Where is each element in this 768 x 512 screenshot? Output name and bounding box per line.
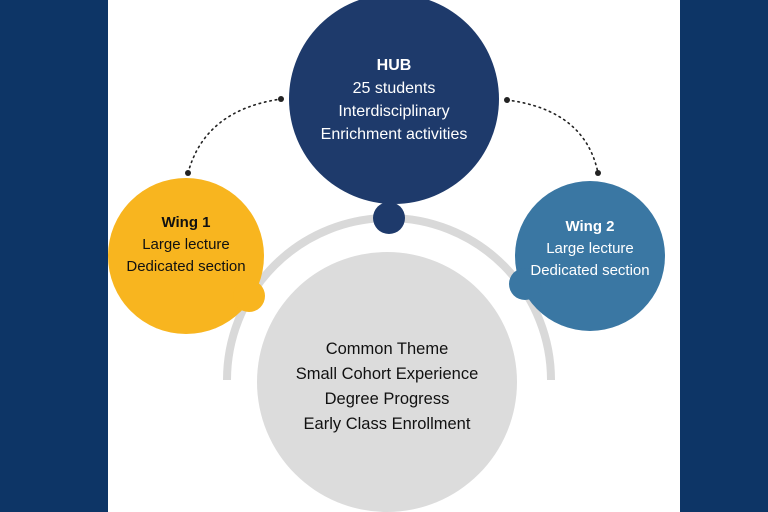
wing1-line: Large lecture <box>142 236 230 253</box>
wing1-circle <box>108 178 264 334</box>
hub-title: HUB <box>376 57 412 74</box>
wing1-line: Dedicated section <box>126 258 246 275</box>
connector-wing2-hub <box>506 99 599 174</box>
hub-label: HUB 25 students Interdisciplinary Enrich… <box>291 45 497 155</box>
hub-tab <box>373 202 405 234</box>
wing2-line: Dedicated section <box>530 262 650 279</box>
core-line: Early Class Enrollment <box>303 415 471 433</box>
wing1-tab <box>233 280 265 312</box>
connector-dot <box>278 96 284 102</box>
hub-circle <box>289 0 499 204</box>
wing2-title: Wing 2 <box>565 218 615 235</box>
core-line: Small Cohort Experience <box>295 365 479 383</box>
wing1-label: Wing 1 Large lecture Dedicated section <box>108 210 264 280</box>
core-line: Degree Progress <box>324 390 450 408</box>
core-circle <box>257 252 517 512</box>
connector-wing1-hub <box>187 98 282 174</box>
connector-dot <box>185 170 191 176</box>
wing2-tab <box>509 268 541 300</box>
core-line: Common Theme <box>325 340 449 358</box>
wing2-label: Wing 2 Large lecture Dedicated section <box>516 214 664 284</box>
wing1-title: Wing 1 <box>161 214 211 231</box>
hub-line: 25 students <box>352 80 436 97</box>
connector-dot <box>595 170 601 176</box>
wing2-circle <box>515 181 665 331</box>
core-label: Common Theme Small Cohort Experience Deg… <box>262 335 512 439</box>
connector-dot <box>504 97 510 103</box>
hub-line: Enrichment activities <box>320 126 468 143</box>
wing2-line: Large lecture <box>546 240 634 257</box>
hub-line: Interdisciplinary <box>338 103 450 120</box>
